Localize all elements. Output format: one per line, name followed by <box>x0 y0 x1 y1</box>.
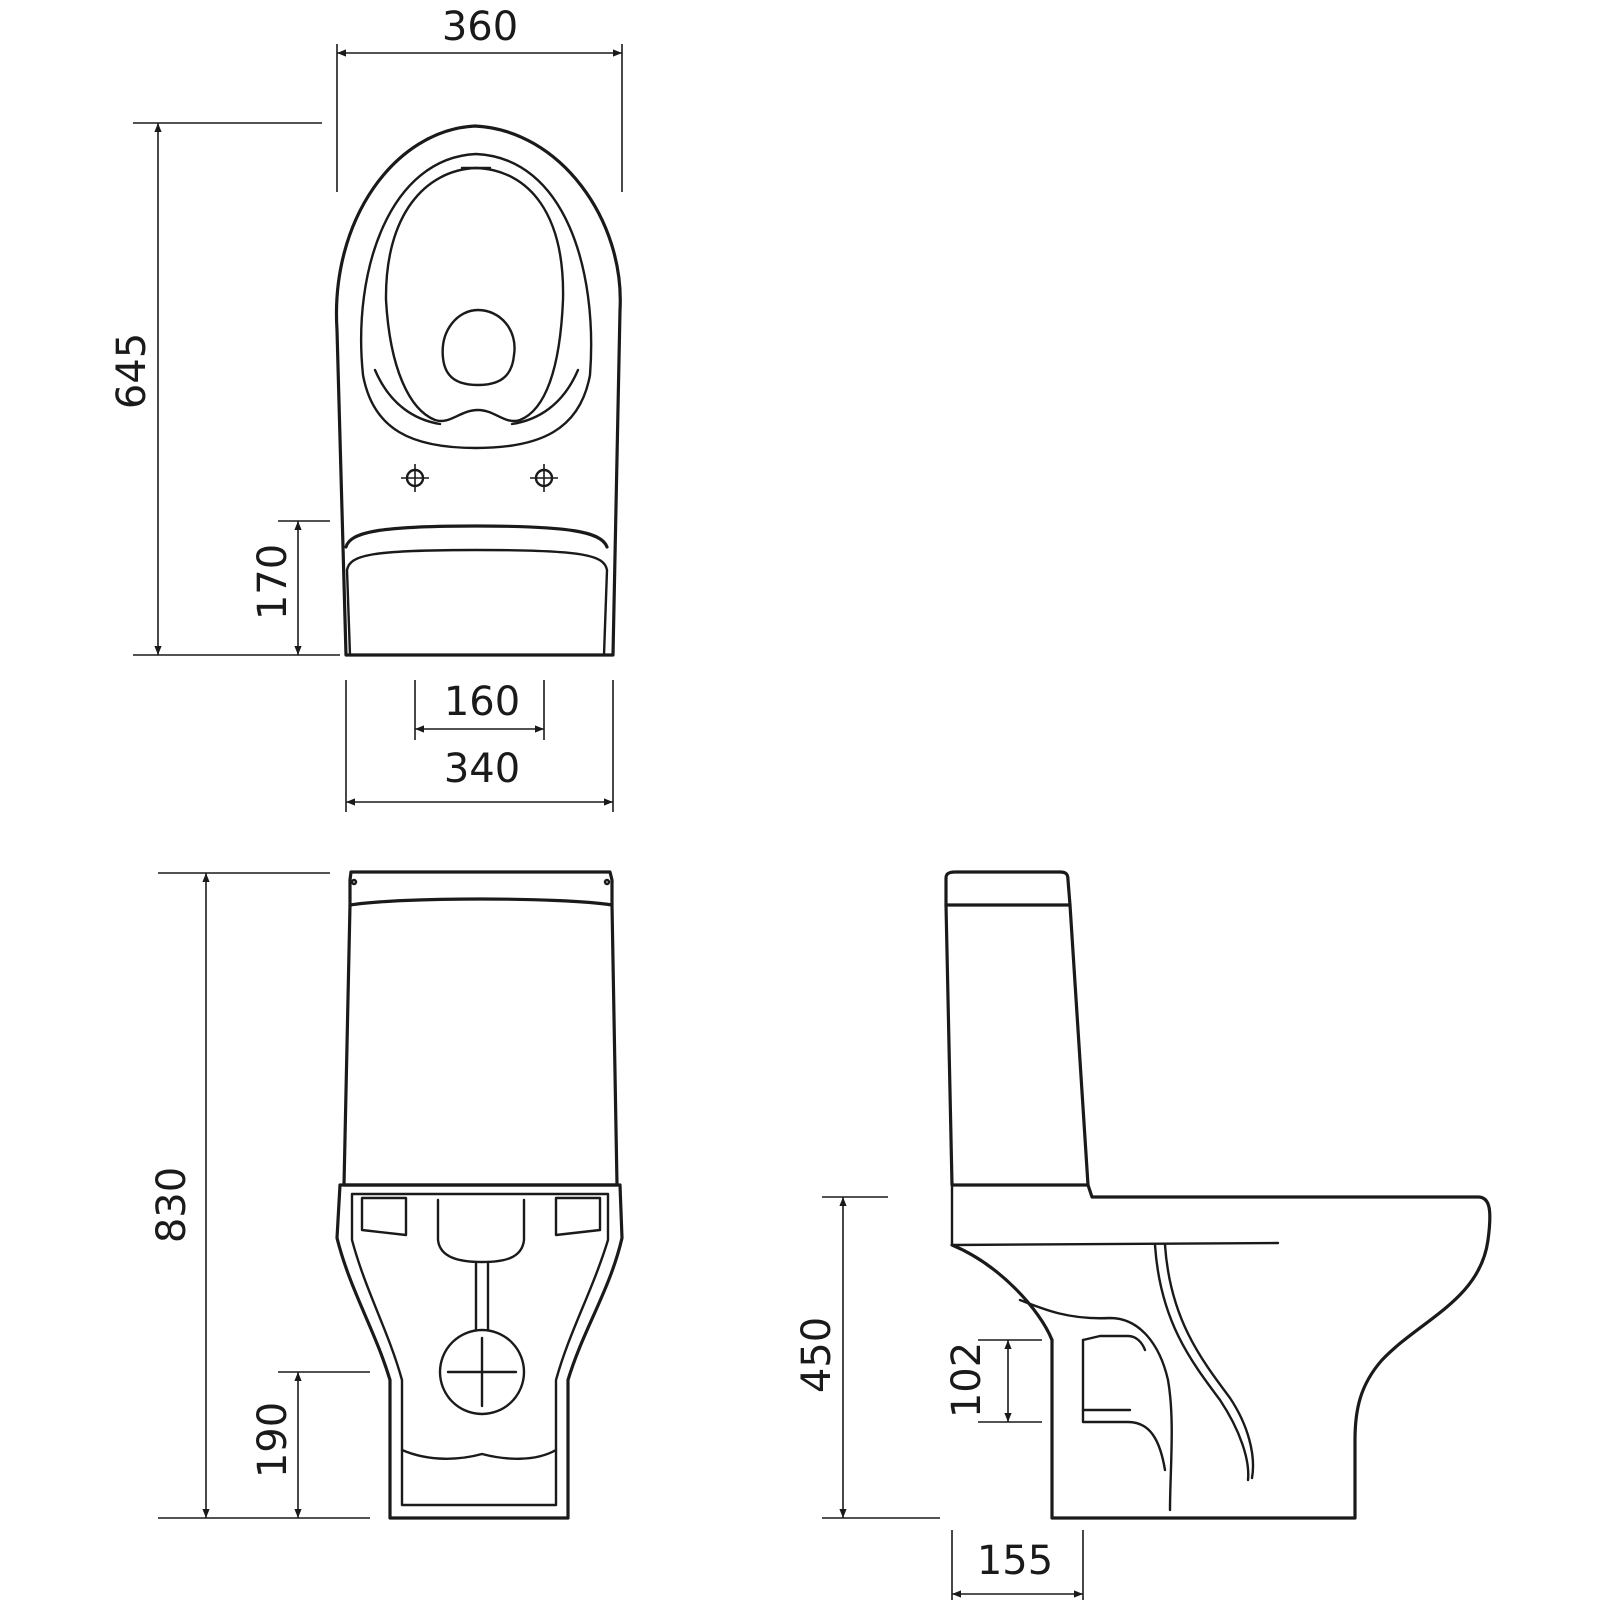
dim-overall-width: 360 <box>442 4 518 50</box>
front-view-pedestal-inner <box>350 1192 610 1507</box>
side-view-cistern-lid <box>944 870 1072 907</box>
top-view-rim <box>359 152 593 450</box>
dim-outlet-diameter: 102 <box>944 1342 990 1418</box>
dim-seat-height: 450 <box>794 1317 840 1393</box>
front-view-trap-center <box>436 1198 526 1264</box>
fixing-point-icon <box>401 464 429 492</box>
dim-base-width: 340 <box>444 746 520 792</box>
side-view-pedestal-front <box>950 1243 1054 1342</box>
front-view-cistern <box>342 903 619 1187</box>
front-view-trap-block-right <box>554 1196 602 1237</box>
side-view-cistern <box>944 903 1090 1187</box>
dim-overall-depth: 645 <box>109 333 155 409</box>
front-view-trap-block-left <box>360 1196 408 1237</box>
dim-total-height: 830 <box>149 1167 195 1243</box>
top-view-rim-curve-left <box>373 368 442 426</box>
front-view: 830 190 <box>149 870 624 1520</box>
outlet-pipe-icon <box>438 1328 526 1416</box>
top-view-cistern <box>344 524 609 549</box>
side-view: 450 102 155 <box>794 870 1492 1600</box>
top-view-bowl <box>384 166 565 423</box>
top-view: 360 645 170 160 340 <box>109 4 623 812</box>
top-view-rim-curve-right <box>510 368 580 426</box>
side-view-seat <box>950 1183 1280 1247</box>
front-view-cistern-lid <box>348 870 614 907</box>
front-view-base-wave <box>400 1448 558 1460</box>
dim-outlet-height: 190 <box>250 1402 296 1478</box>
side-view-trap-curve <box>1153 1243 1250 1482</box>
fixing-point-icon <box>530 464 558 492</box>
side-view-trap-curve-inner <box>1163 1243 1255 1480</box>
side-view-bowl-rim <box>1050 1183 1492 1520</box>
top-view-cistern-inner <box>345 548 609 657</box>
dim-fixing-spacing: 160 <box>444 679 520 725</box>
top-view-outlet-hole <box>441 308 516 387</box>
front-view-pedestal <box>335 1183 624 1520</box>
dim-outlet-offset: 155 <box>977 1538 1053 1584</box>
dim-rear-to-fixing: 170 <box>250 544 296 620</box>
top-view-outline <box>334 124 622 657</box>
side-view-outlet-spigot <box>1081 1338 1167 1472</box>
side-view-passage <box>1018 1298 1173 1512</box>
side-view-outlet-top <box>1081 1334 1147 1352</box>
